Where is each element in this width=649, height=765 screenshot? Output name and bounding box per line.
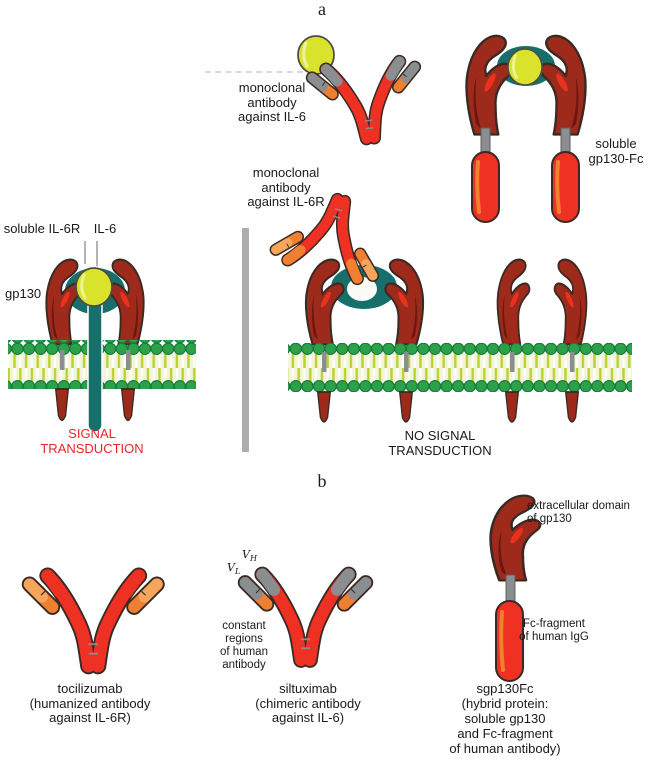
vh-main: V [242, 548, 250, 561]
mab-il6-label: monoclonal antibody against IL-6 [238, 80, 306, 124]
redacted-dashed-line [205, 71, 303, 73]
cell-membrane [288, 343, 632, 392]
gp130-receptor-shape [496, 258, 531, 346]
sgp130fc-label: sgp130Fc (hybrid protein: soluble gp130 … [449, 681, 561, 756]
fc-highlight [499, 610, 505, 672]
gp130-receptor-shape [553, 258, 588, 346]
il6-label: IL-6 [93, 221, 117, 236]
soluble-il6r-label: soluble IL-6R [3, 221, 81, 236]
transmembrane-segment [60, 350, 65, 370]
tocilizumab-antibody [30, 576, 157, 666]
vl-label: VL [227, 561, 240, 576]
vh-sub: H [249, 554, 257, 564]
receptor-leg [316, 391, 332, 423]
receptor-leg [398, 391, 414, 423]
fc-highlight [475, 160, 561, 214]
transmembrane-segment [510, 352, 515, 372]
mab-il6r-label: monoclonal antibody against IL-6R [247, 165, 325, 209]
soluble-gp130fc-label: soluble gp130-Fc [588, 136, 644, 166]
transmembrane-segment [126, 350, 131, 370]
panel-b-label: b [317, 471, 327, 491]
soluble-gp130fc-group [465, 34, 587, 223]
signal-complex [8, 241, 196, 433]
receptor-leg [504, 391, 520, 423]
gp130-label: gp130 [5, 286, 42, 301]
siltuximab-label: siltuximab (chimeric antibody against IL… [255, 681, 361, 725]
no-signal-transduction-label: NO SIGNAL TRANSDUCTION [388, 428, 492, 458]
tocilizumab-label: tocilizumab (humanized antibody against … [29, 681, 151, 725]
vh-label: VH [242, 548, 257, 563]
transmembrane-segment [570, 352, 575, 372]
panel-divider-bar [242, 228, 249, 452]
transmembrane-segment [404, 352, 409, 372]
blocked-complex [274, 187, 632, 423]
il6-ligand [74, 266, 114, 308]
il6-ligand [506, 47, 544, 87]
receptor-leg [54, 388, 70, 422]
constant-regions-label: constant regions of human antibody [220, 620, 268, 671]
il6r-stalk [87, 294, 103, 433]
signal-transduction-label: SIGNAL TRANSDUCTION [40, 426, 144, 456]
extracellular-domain-label: extracellular domain of gp130 [527, 500, 630, 525]
fc-fragment-label: Fc-fragment of human IgG [519, 618, 589, 643]
receptor-leg [120, 388, 136, 422]
transmembrane-segment [322, 352, 327, 372]
sgp130fc-group [489, 494, 542, 682]
panel-a-label: a [318, 0, 326, 19]
receptor-leg [564, 391, 580, 423]
vl-sub: L [234, 567, 241, 577]
vl-main: V [227, 561, 235, 574]
